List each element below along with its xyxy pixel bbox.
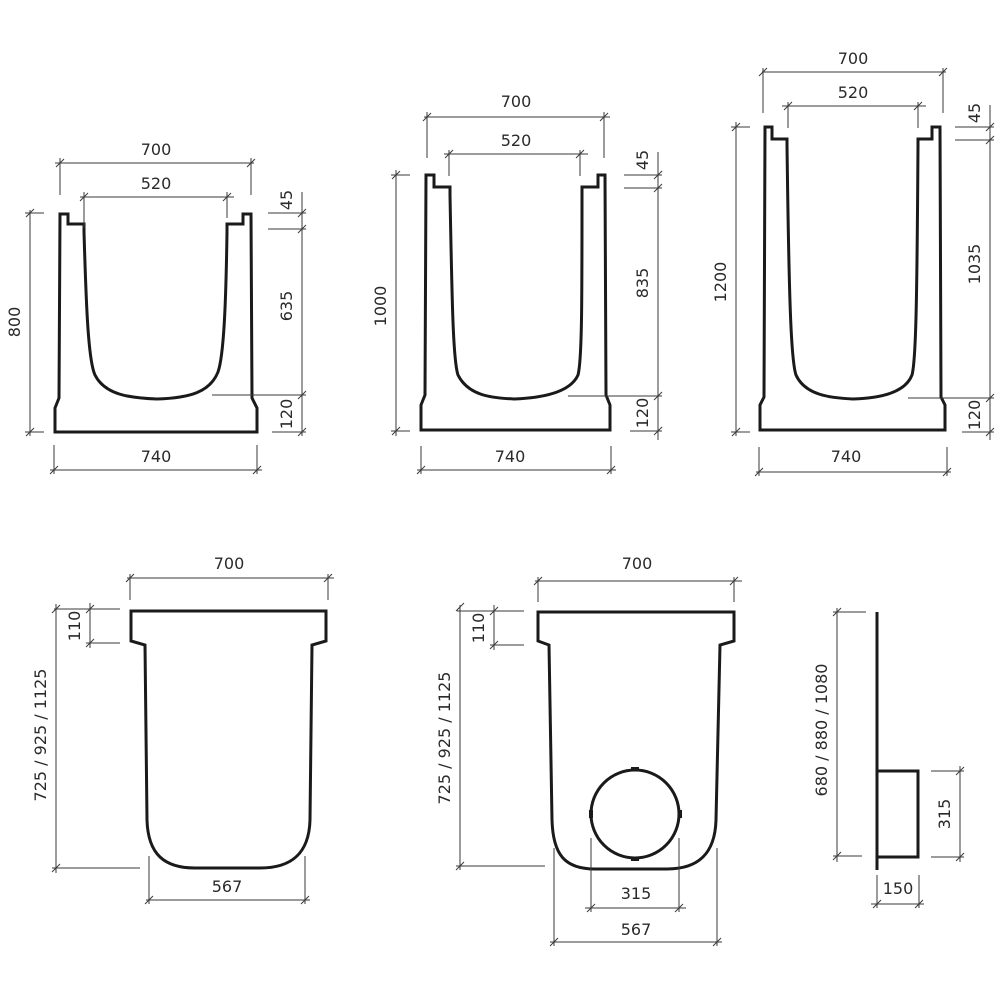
dim-bottom-width: 567 xyxy=(621,920,652,939)
dim-total-height: 725 / 925 / 1125 xyxy=(435,672,454,805)
dim-base-width: 740 xyxy=(141,447,172,466)
dim-top-width: 700 xyxy=(838,49,869,68)
end-cap-outlet: 700 110 725 / 925 / 1125 315 567 xyxy=(435,554,742,947)
dim-outlet-diameter: 315 xyxy=(621,884,652,903)
dim-total-height: 800 xyxy=(5,307,24,338)
dim-inner-height: 835 xyxy=(633,268,652,299)
dim-inner-width: 520 xyxy=(501,131,532,150)
end-cap-outline xyxy=(129,609,328,870)
dim-total-height: 1200 xyxy=(711,262,730,303)
end-cap-side-view: 680 / 880 / 1080 315 150 xyxy=(812,607,965,909)
dim-inner-height: 1035 xyxy=(965,244,984,285)
dim-top-width: 700 xyxy=(501,92,532,111)
dim-total-height: 725 / 925 / 1125 xyxy=(31,669,50,802)
dim-inner-height: 635 xyxy=(277,291,296,322)
dim-inner-width: 520 xyxy=(141,174,172,193)
dim-total-height: 680 / 880 / 1080 xyxy=(812,664,831,797)
dim-bottom-width: 567 xyxy=(212,877,243,896)
channel-section-1000: 700 520 1000 45 835 120 740 xyxy=(371,92,663,475)
dim-base-height: 120 xyxy=(633,398,652,429)
dim-base-width: 740 xyxy=(831,447,862,466)
dim-base-height: 120 xyxy=(277,399,296,430)
channel-outline xyxy=(53,212,259,434)
dim-total-height: 1000 xyxy=(371,286,390,327)
dim-base-width: 740 xyxy=(495,447,526,466)
dim-inner-width: 520 xyxy=(838,83,869,102)
channel-section-800: 700 520 800 45 635 120 740 xyxy=(5,140,307,475)
dim-outlet-depth: 150 xyxy=(883,879,914,898)
dim-top-width: 700 xyxy=(141,140,172,159)
dim-flange-height: 110 xyxy=(65,611,84,642)
dim-rebate-height: 45 xyxy=(965,103,984,123)
dim-rebate-height: 45 xyxy=(633,150,652,170)
dim-base-height: 120 xyxy=(965,400,984,431)
dim-flange-height: 110 xyxy=(469,613,488,644)
outlet-pipe-circle xyxy=(589,768,681,860)
dim-rebate-height: 45 xyxy=(277,190,296,210)
channel-outline xyxy=(758,125,947,432)
end-cap-outline xyxy=(536,610,736,871)
dim-top-width: 700 xyxy=(622,554,653,573)
channel-section-1200: 700 520 1200 45 1035 120 740 xyxy=(711,49,995,477)
dim-top-width: 700 xyxy=(214,554,245,573)
end-cap-closed: 700 110 725 / 925 / 1125 567 xyxy=(31,554,334,905)
dim-outlet-height: 315 xyxy=(935,799,954,830)
outlet-spigot xyxy=(877,769,920,859)
channel-outline xyxy=(419,173,612,432)
